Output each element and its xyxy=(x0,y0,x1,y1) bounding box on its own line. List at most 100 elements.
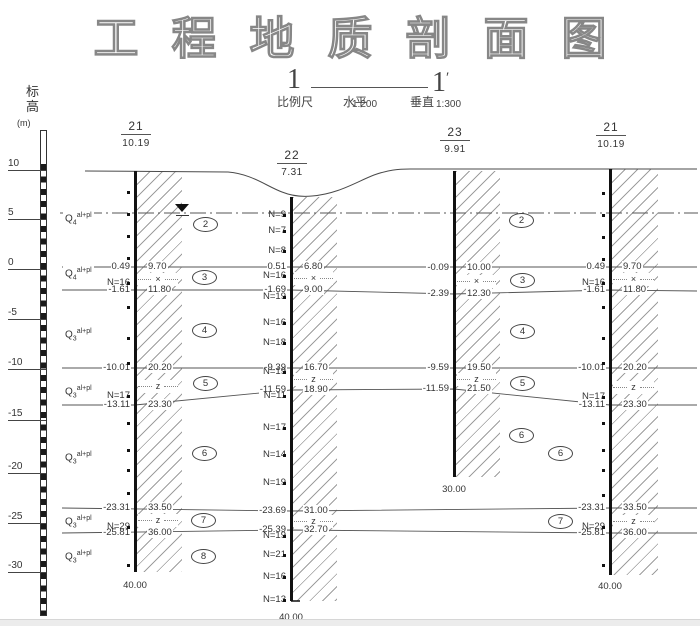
stratum-age-part: Q xyxy=(65,213,73,225)
sample-dot xyxy=(127,191,130,194)
sample-dot xyxy=(283,482,286,485)
depth-label: 6.80 xyxy=(303,261,324,272)
lithology-symbol-strip: z xyxy=(613,515,654,528)
elevation-label: -9.59 xyxy=(426,362,450,373)
borehole-id: 21 xyxy=(596,121,626,136)
dotted-line xyxy=(138,386,152,387)
sample-dot xyxy=(127,362,130,365)
sample-dot xyxy=(127,213,130,216)
stratum-age-part: Q xyxy=(65,516,73,528)
elevation-label: -10.01 xyxy=(577,362,606,373)
depth-label: 33.50 xyxy=(622,502,648,513)
stratum-age-label: Q3al+pl xyxy=(63,326,94,346)
elevation-label: -25.81 xyxy=(577,527,606,538)
borehole-top-elevation: 9.91 xyxy=(444,144,466,155)
dotted-line xyxy=(138,279,152,280)
prime-mark: ′ xyxy=(446,70,450,86)
lithology-symbol-strip: × xyxy=(457,275,497,288)
depth-label: 10.00 xyxy=(466,262,492,273)
spt-n-value: N=16 xyxy=(263,571,286,582)
depth-label: 23.30 xyxy=(147,399,173,410)
layer-number-circle: 6 xyxy=(509,428,534,443)
depth-label: 21.50 xyxy=(466,383,492,394)
total-depth-label: 30.00 xyxy=(442,484,466,495)
spt-n-value: N=19 xyxy=(263,530,286,541)
sample-dot xyxy=(283,275,286,278)
sample-dot xyxy=(283,371,286,374)
borehole-line xyxy=(453,171,456,477)
sample-dot xyxy=(602,494,605,497)
lithology-symbol: z xyxy=(631,382,636,392)
sample-dot xyxy=(127,306,130,309)
borehole-line xyxy=(134,171,137,572)
stratum-age-part: al+pl xyxy=(76,451,92,458)
stratum-age-part: Q xyxy=(65,329,73,341)
scale-vertical-label: 垂直 xyxy=(410,95,435,109)
lithology-symbol: z xyxy=(474,374,479,384)
dotted-line xyxy=(319,379,333,380)
lithology-symbol: × xyxy=(473,276,480,286)
dotted-line xyxy=(639,387,654,388)
elevation-axis-title: 标高 xyxy=(25,84,39,114)
borehole-top-elevation: 10.19 xyxy=(597,139,625,150)
stratum-age-label: Q3al+pl xyxy=(63,383,94,403)
spt-n-value: N=19 xyxy=(263,366,286,377)
stratum-age-label: Q3al+pl xyxy=(63,513,94,533)
total-depth-label: 40.00 xyxy=(123,580,147,591)
layer-number-circle: 3 xyxy=(510,273,535,288)
axis-tick: 5 xyxy=(8,206,46,220)
layer-number-circle: 2 xyxy=(193,217,218,232)
axis-tick-label: -15 xyxy=(8,408,23,419)
layer-number-circle: 2 xyxy=(509,213,534,228)
dotted-line xyxy=(138,520,152,521)
borehole-id: 23 xyxy=(440,126,470,141)
lithology-symbol: z xyxy=(311,516,316,526)
sample-dot xyxy=(602,564,605,567)
total-depth-label: 40.00 xyxy=(598,581,622,592)
spt-n-value: N=8 xyxy=(268,245,286,256)
layer-number-circle: 5 xyxy=(510,376,535,391)
layer-number-circle: 5 xyxy=(193,376,218,391)
dotted-line xyxy=(164,386,178,387)
elevation-label: -11.59 xyxy=(258,384,287,395)
dotted-line xyxy=(320,278,334,279)
stratum-age-part: 3 xyxy=(72,557,77,565)
stratum-age-part: Q xyxy=(65,452,73,464)
elevation-label: -1.69 xyxy=(263,284,287,295)
sample-dot xyxy=(283,599,286,602)
elevation-label: 0.49 xyxy=(585,261,606,272)
depth-label: 9.00 xyxy=(303,284,324,295)
dotted-line xyxy=(457,281,470,282)
borehole-header: 21 10.19 xyxy=(571,121,651,151)
sample-dot xyxy=(602,449,605,452)
elevation-axis-unit: (m) xyxy=(17,118,31,128)
sample-dot xyxy=(602,236,605,239)
spt-n-value: N=19 xyxy=(263,291,286,302)
spt-n-value: N=29 xyxy=(582,521,605,532)
axis-tick-label: -20 xyxy=(8,461,23,472)
dotted-line xyxy=(483,281,497,282)
axis-tick-label: -10 xyxy=(8,357,23,368)
elevation-label: -1.61 xyxy=(107,284,131,295)
sample-dot xyxy=(283,250,286,253)
lithology-symbol-strip: z xyxy=(613,381,654,394)
spt-n-value: N=16 xyxy=(263,317,286,328)
spt-n-value: N=21 xyxy=(263,549,286,560)
spt-n-value: N=17 xyxy=(107,390,130,401)
depth-label: 33.50 xyxy=(147,502,173,513)
depth-label: 32.70 xyxy=(303,524,329,535)
lithology-symbol-strip: × xyxy=(138,273,179,286)
spt-n-value: N=9 xyxy=(268,209,286,220)
axis-tick: -20 xyxy=(8,460,46,474)
sample-dot xyxy=(127,469,130,472)
dotted-line xyxy=(613,279,627,280)
sample-dot xyxy=(602,282,605,285)
lithology-symbol-strip: z xyxy=(294,373,333,386)
dotted-line xyxy=(164,279,179,280)
borehole-id: 22 xyxy=(277,149,307,164)
stratum-age-part: al+pl xyxy=(76,515,92,522)
section-end-label: 1′ xyxy=(432,67,450,98)
dotted-line xyxy=(319,521,333,522)
layer-number-circle: 6 xyxy=(192,446,217,461)
sample-dot xyxy=(283,535,286,538)
